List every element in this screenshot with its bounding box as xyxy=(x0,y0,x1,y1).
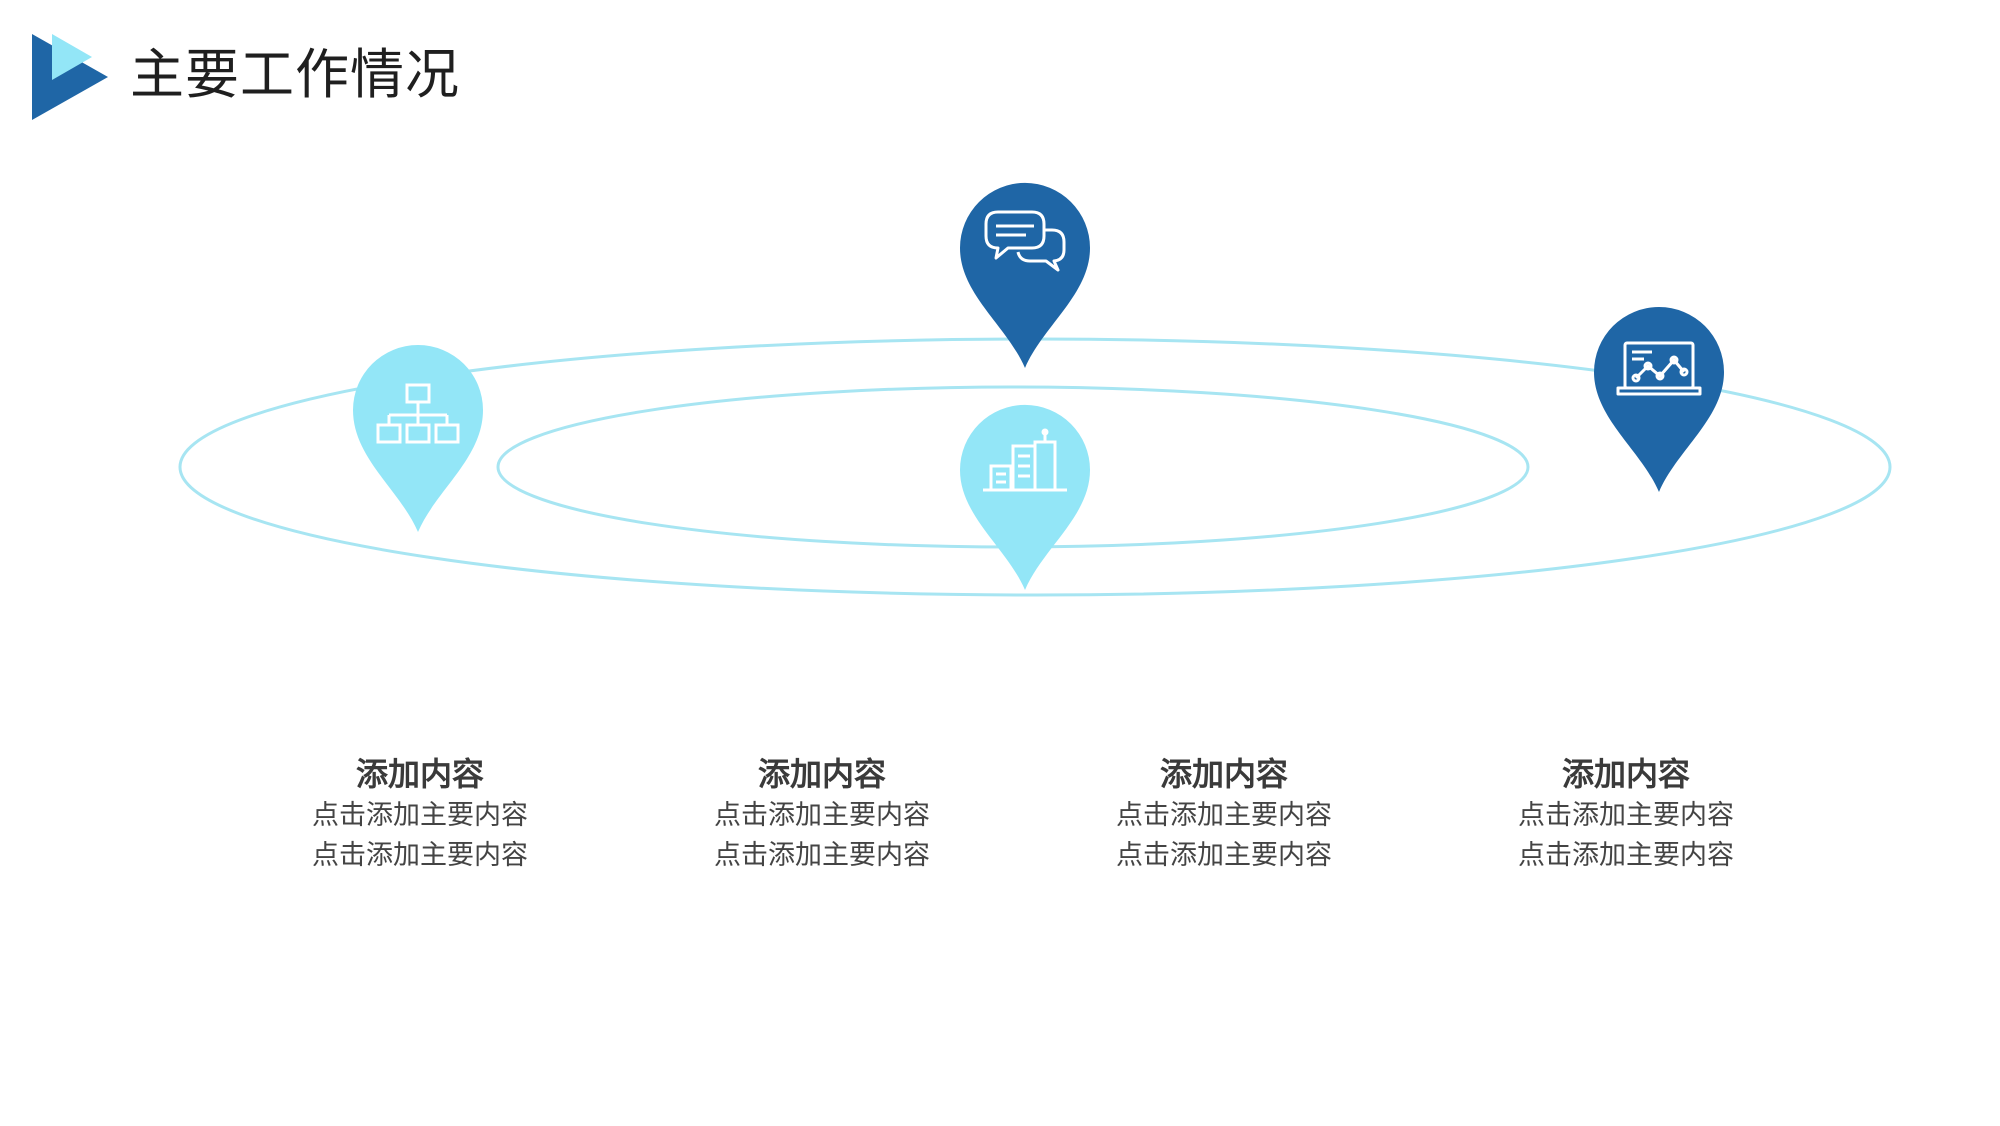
pin-analytics xyxy=(1594,307,1724,492)
item-text: 点击添加主要内容 xyxy=(1518,840,1734,871)
pin-building xyxy=(960,404,1090,590)
page-title: 主要工作情况 xyxy=(130,43,460,106)
orbit-diagram xyxy=(178,182,1892,597)
org-chart-icon xyxy=(376,383,460,444)
content-item-4[interactable]: 添加内容 点击添加主要内容 点击添加主要内容 xyxy=(1476,752,1776,876)
item-text: 点击添加主要内容 xyxy=(312,800,528,831)
content-item-3[interactable]: 添加内容 点击添加主要内容 点击添加主要内容 xyxy=(1074,752,1374,876)
item-text: 点击添加主要内容 xyxy=(1518,800,1734,831)
content-item-2[interactable]: 添加内容 点击添加主要内容 点击添加主要内容 xyxy=(672,752,972,876)
pin-chat xyxy=(960,182,1090,368)
item-title: 添加内容 xyxy=(1159,755,1288,793)
content-item-1[interactable]: 添加内容 点击添加主要内容 点击添加主要内容 xyxy=(270,752,570,876)
item-title: 添加内容 xyxy=(355,755,484,793)
item-title: 添加内容 xyxy=(1561,755,1690,793)
chat-bubbles-icon xyxy=(984,210,1066,272)
item-text: 点击添加主要内容 xyxy=(1116,840,1332,871)
buildings-icon xyxy=(983,428,1067,492)
logo-icon xyxy=(32,34,108,120)
item-text: 点击添加主要内容 xyxy=(714,840,930,871)
item-text: 点击添加主要内容 xyxy=(1116,800,1332,831)
item-text: 点击添加主要内容 xyxy=(312,840,528,871)
laptop-chart-icon xyxy=(1616,341,1702,396)
item-title: 添加内容 xyxy=(757,755,886,793)
item-text: 点击添加主要内容 xyxy=(714,800,930,831)
pin-organization xyxy=(353,345,483,532)
